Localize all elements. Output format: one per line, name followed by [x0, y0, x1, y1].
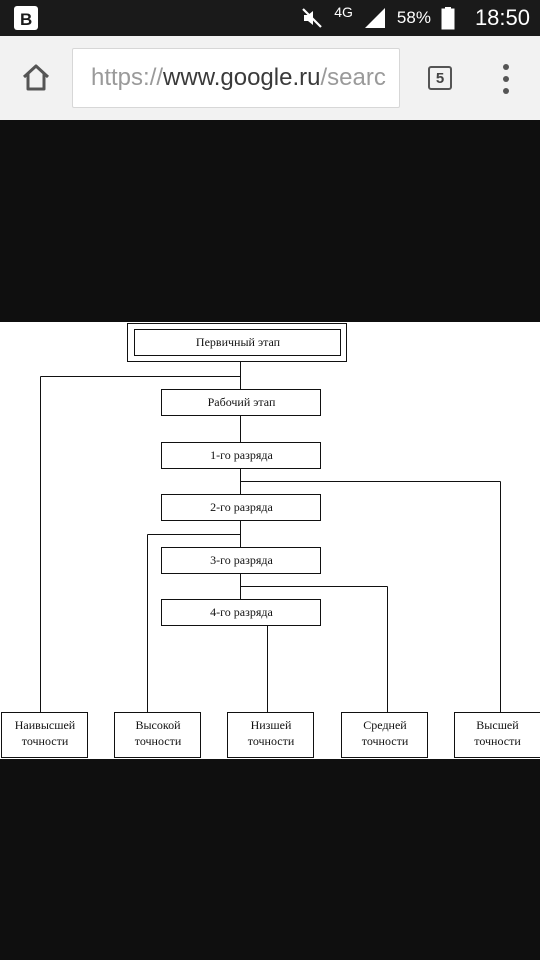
url-domain: www.google.ru — [163, 64, 321, 91]
node-working-stage: Рабочий этап — [207, 395, 276, 409]
node-line: точности — [134, 734, 182, 748]
status-bar: B 4G 58% 18:50 — [0, 0, 540, 36]
node-line: Низшей — [250, 718, 292, 732]
url-text: https://www.google.ru/searc — [91, 64, 386, 92]
node-grade-3: 3-го разряда — [210, 553, 273, 567]
clock: 18:50 — [474, 5, 530, 30]
node-line: Наивысшей — [14, 718, 76, 732]
status-right: 4G 58% 18:50 — [300, 0, 530, 36]
node-lowest-accuracy: Низшей точности — [228, 717, 314, 749]
mute-icon — [300, 6, 324, 30]
tab-switcher-button[interactable]: 5 — [428, 66, 452, 90]
node-primary-stage: Первичный этап — [195, 335, 281, 349]
more-vert-icon[interactable] — [498, 64, 514, 94]
signal-icon — [363, 6, 387, 30]
url-path: /searc — [320, 64, 386, 91]
network-type: 4G — [334, 4, 353, 20]
node-line: точности — [474, 734, 521, 748]
node-highest-accuracy: Наивысшей точности — [2, 717, 88, 749]
url-bar[interactable]: https://www.google.ru/searc — [72, 48, 400, 108]
battery-percent: 58% — [396, 8, 431, 27]
node-medium-accuracy: Средней точности — [342, 717, 428, 749]
node-line: точности — [21, 734, 69, 748]
diagram-image: Первичный этап Рабочий этап 1-го разряда… — [0, 322, 540, 759]
browser-toolbar: https://www.google.ru/searc 5 — [0, 36, 540, 121]
node-high-accuracy: Высокой точности — [115, 717, 201, 749]
node-grade-2: 2-го разряда — [210, 500, 273, 514]
battery-icon — [441, 6, 465, 30]
node-line: точности — [247, 734, 295, 748]
node-line: Высокой — [135, 718, 181, 732]
page-content: Первичный этап Рабочий этап 1-го разряда… — [0, 120, 540, 960]
node-grade-4: 4-го разряда — [210, 605, 273, 619]
home-icon[interactable] — [16, 58, 56, 98]
node-higher-accuracy: Высшей точности — [455, 717, 540, 749]
node-line: точности — [361, 734, 409, 748]
node-grade-1: 1-го разряда — [210, 448, 273, 462]
node-line: Высшей — [476, 718, 519, 732]
url-scheme: https:// — [91, 64, 164, 91]
svg-text:B: B — [20, 10, 32, 29]
diagram-lines — [1, 323, 540, 758]
node-line: Средней — [363, 718, 407, 732]
b-app-icon: B — [14, 6, 38, 30]
